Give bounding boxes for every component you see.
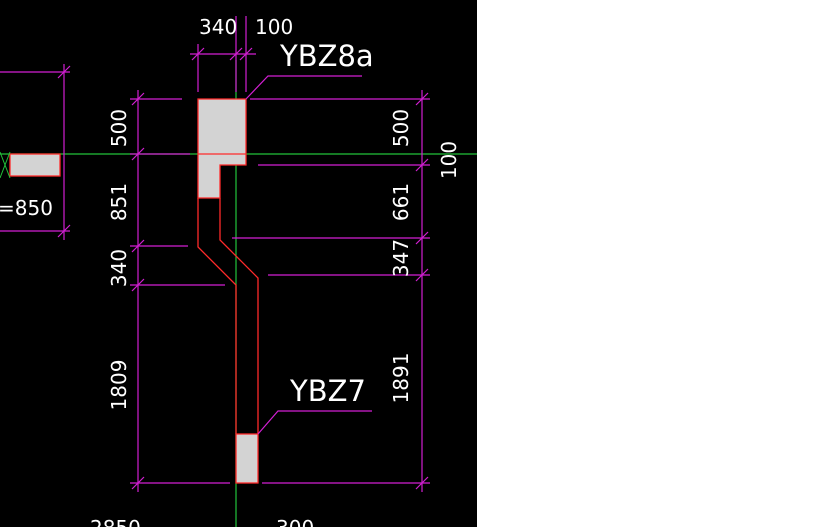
leader-line (245, 75, 362, 100)
dim-tick (415, 268, 429, 282)
dim-right-347: 347 (389, 239, 413, 277)
ybz8a-callout: YBZ8a (245, 39, 374, 100)
dim-top-340: 340 (199, 15, 237, 39)
dim-tick (415, 158, 429, 172)
dim-tick (57, 65, 71, 79)
left-partial-label: =850 (0, 196, 53, 220)
label-ybz7: YBZ7 (289, 374, 366, 408)
wall-right-edge (219, 198, 259, 434)
dim-tick (131, 476, 145, 490)
bottom-partial-label-2: 300 (276, 516, 314, 527)
dim-tick (131, 278, 145, 292)
label-ybz8a: YBZ8a (279, 39, 374, 73)
dim-tick (57, 224, 71, 238)
ybz7-callout: YBZ7 (257, 374, 372, 435)
left-partial-element (0, 64, 71, 240)
dim-tick (415, 476, 429, 490)
bottom-partial-label-1: 2850 (90, 516, 141, 527)
left-wall-segment (9, 153, 61, 177)
dim-right-500: 500 (389, 109, 413, 147)
dim-tick (131, 92, 145, 106)
dim-far-right-100: 100 (437, 141, 461, 179)
dim-tick (415, 231, 429, 245)
wall-outline (197, 198, 259, 434)
dim-tick (191, 47, 205, 61)
dim-tick (415, 92, 429, 106)
dim-right-1891: 1891 (389, 353, 413, 404)
dim-tick (229, 47, 243, 61)
dim-top-100: 100 (255, 15, 293, 39)
dim-left-340: 340 (107, 249, 131, 287)
wall-left-edge (197, 198, 237, 434)
column-ybz7 (235, 433, 259, 484)
dim-right-661: 661 (389, 183, 413, 221)
left-dimensions: 500 851 340 1809 (107, 90, 230, 492)
dim-left-1809: 1809 (107, 360, 131, 411)
dim-tick (131, 147, 145, 161)
dim-tick (239, 47, 253, 61)
hatch-line (0, 151, 11, 179)
top-dimensions: 340 100 (190, 15, 293, 92)
dim-tick (131, 239, 145, 253)
right-dimensions: 500 661 347 1891 100 (232, 90, 461, 492)
dim-left-500: 500 (107, 109, 131, 147)
dim-left-851: 851 (107, 183, 131, 221)
leader-line (257, 410, 372, 435)
